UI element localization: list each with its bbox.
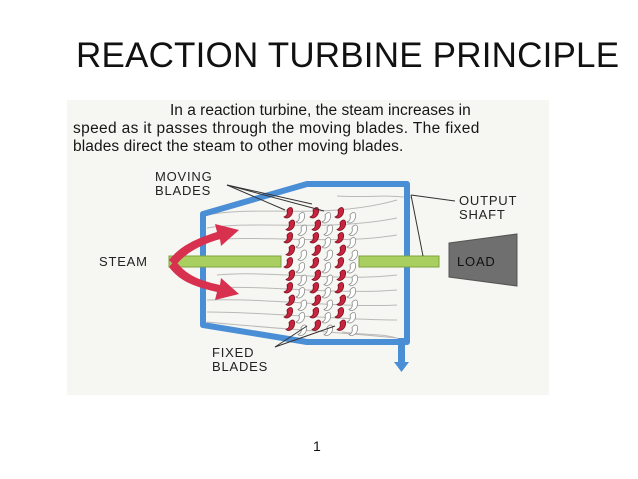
fixed-blade bbox=[297, 249, 308, 261]
moving-blade bbox=[334, 207, 345, 219]
turbine-diagram bbox=[168, 181, 518, 372]
caption-line: In a reaction turbine, the steam increas… bbox=[170, 102, 471, 119]
label-line: BLADES bbox=[155, 183, 212, 198]
moving-blade bbox=[285, 219, 296, 231]
moving-blade bbox=[283, 232, 294, 244]
fixed-blade bbox=[323, 249, 334, 261]
fixed-blade bbox=[348, 249, 359, 261]
moving-blade bbox=[336, 294, 347, 306]
moving-blade bbox=[336, 219, 347, 231]
fixed-blade bbox=[323, 274, 334, 286]
moving-blade bbox=[283, 257, 294, 269]
fixed-blade bbox=[295, 262, 306, 274]
fixed-blade bbox=[321, 312, 332, 324]
fixed-blades-label: FIXED BLADES bbox=[212, 346, 268, 374]
moving-blade bbox=[283, 307, 294, 319]
steam-flow-lines bbox=[206, 195, 413, 343]
moving-blade bbox=[309, 307, 320, 319]
fixed-blade bbox=[323, 299, 334, 311]
moving-blade bbox=[311, 294, 322, 306]
exhaust-arrow bbox=[394, 338, 409, 372]
fixed-blade bbox=[295, 287, 306, 299]
output-shaft-label: OUTPUT SHAFT bbox=[459, 194, 517, 222]
figure-caption: In a reaction turbine, the steam increas… bbox=[67, 102, 549, 156]
fixed-blade bbox=[297, 274, 308, 286]
load-block bbox=[448, 233, 518, 287]
moving-blades-label: MOVING BLADES bbox=[155, 170, 213, 198]
moving-blade bbox=[309, 207, 320, 219]
fixed-blade bbox=[323, 224, 334, 236]
moving-blade bbox=[311, 244, 322, 256]
fixed-blade bbox=[321, 212, 332, 224]
label-line: SHAFT bbox=[459, 207, 506, 222]
moving-blade bbox=[311, 219, 322, 231]
blade-rows bbox=[283, 207, 359, 336]
fixed-blade bbox=[321, 262, 332, 274]
moving-blade bbox=[309, 257, 320, 269]
label-line: OUTPUT bbox=[459, 193, 518, 208]
fixed-blade bbox=[346, 212, 357, 224]
shaft-left bbox=[168, 255, 282, 268]
moving-blade bbox=[334, 232, 345, 244]
fixed-blade bbox=[346, 237, 357, 249]
moving-blade bbox=[285, 294, 296, 306]
page-number: 1 bbox=[313, 438, 321, 454]
fixed-blade bbox=[346, 312, 357, 324]
moving-blade bbox=[336, 244, 347, 256]
steam-inlet-arrows bbox=[169, 224, 239, 300]
label-line: FIXED bbox=[212, 345, 255, 360]
moving-blade bbox=[309, 232, 320, 244]
fixed-blade bbox=[321, 237, 332, 249]
turbine-figure: In a reaction turbine, the steam increas… bbox=[67, 100, 549, 395]
moving-blade bbox=[336, 319, 347, 331]
fixed-blade bbox=[295, 312, 306, 324]
fixed-blade bbox=[295, 237, 306, 249]
fixed-blade bbox=[348, 299, 359, 311]
moving-blade bbox=[309, 282, 320, 294]
moving-blade bbox=[311, 319, 322, 331]
fixed-blade bbox=[346, 287, 357, 299]
fixed-blade bbox=[346, 262, 357, 274]
steam-label: STEAM bbox=[99, 254, 148, 269]
label-line: MOVING bbox=[155, 169, 213, 184]
moving-blade bbox=[283, 207, 294, 219]
moving-blade bbox=[285, 269, 296, 281]
fixed-blade bbox=[323, 324, 334, 336]
slide-title: REACTION TURBINE PRINCIPLE bbox=[76, 36, 620, 75]
moving-blade bbox=[334, 282, 345, 294]
fixed-blade bbox=[348, 324, 359, 336]
moving-blade bbox=[311, 269, 322, 281]
load-label: LOAD bbox=[457, 254, 496, 269]
fixed-blade bbox=[297, 299, 308, 311]
moving-blade bbox=[285, 319, 296, 331]
moving-blade bbox=[336, 269, 347, 281]
caption-line: speed as it passes through the moving bl… bbox=[73, 120, 480, 137]
fixed-blade bbox=[321, 287, 332, 299]
fixed-blade bbox=[348, 274, 359, 286]
turbine-casing bbox=[200, 181, 410, 345]
moving-blade bbox=[334, 257, 345, 269]
fixed-blade bbox=[297, 224, 308, 236]
caption-line: blades direct the steam to other moving … bbox=[73, 138, 404, 155]
moving-blade bbox=[285, 244, 296, 256]
shaft-right bbox=[358, 255, 440, 268]
leader-lines bbox=[226, 184, 456, 348]
label-line: BLADES bbox=[212, 359, 269, 374]
moving-blade bbox=[283, 282, 294, 294]
fixed-blade bbox=[348, 224, 359, 236]
moving-blade bbox=[334, 307, 345, 319]
fixed-blade bbox=[295, 212, 306, 224]
